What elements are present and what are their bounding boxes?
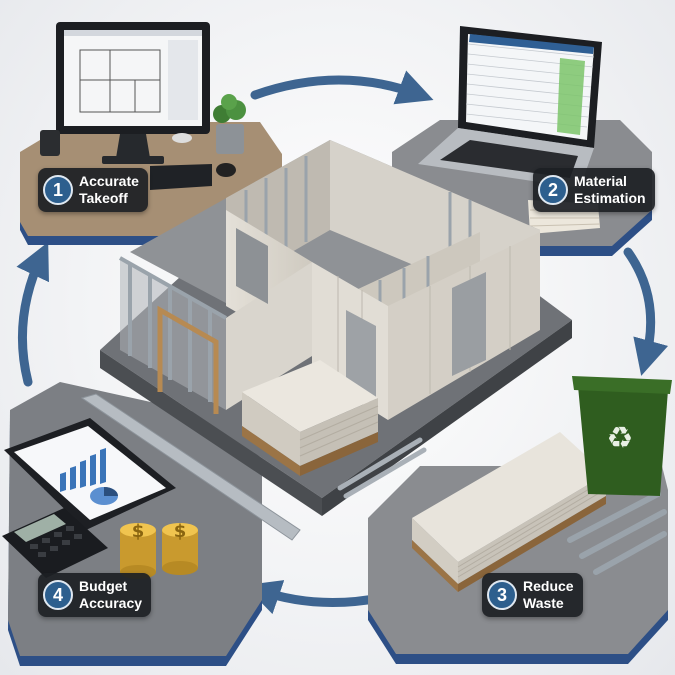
step-title-line1: Material (574, 173, 627, 189)
step-label-material-estimation: 2 Material Estimation (533, 168, 655, 212)
building-model (100, 140, 572, 516)
step-title-line2: Accuracy (79, 595, 143, 611)
keyboard (150, 164, 212, 190)
door-opening (452, 272, 486, 376)
plant-pot (216, 124, 244, 154)
step-title-line1: Budget (79, 578, 128, 594)
step-label-reduce-waste: 3 Reduce Waste (482, 573, 583, 617)
step-title-line1: Reduce (523, 578, 574, 594)
stud-bundle (337, 437, 427, 499)
dollar-icon: $ (174, 521, 187, 542)
arrow-1-to-2 (250, 70, 434, 105)
arrow-4-to-1 (16, 241, 49, 387)
drywall-stack-waste (412, 432, 607, 592)
recycle-icon: ♻ (607, 421, 634, 456)
window-opening (236, 228, 268, 304)
metal-track (80, 393, 301, 541)
step-number-badge: 3 (487, 580, 517, 610)
step-number-badge: 2 (538, 175, 568, 205)
step-title-line1: Accurate (79, 173, 139, 189)
platform-waste: ♻ (368, 376, 672, 664)
drywall-stack-model (242, 360, 379, 476)
step-label-budget-accuracy: 4 Budget Accuracy (38, 573, 152, 617)
floor-plan-drawing (79, 49, 161, 113)
step-number-badge: 1 (43, 175, 73, 205)
dollar-icon: $ (132, 521, 145, 542)
front-right-wall (226, 262, 312, 410)
front-left-wall (120, 258, 226, 410)
step-title-line2: Takeoff (79, 190, 128, 206)
arrow-2-to-3 (623, 247, 669, 376)
report-bar-chart (60, 448, 106, 492)
recycle-bin: ♻ (572, 376, 672, 496)
step-label-accurate-takeoff: 1 Accurate Takeoff (38, 168, 148, 212)
metal-studs (567, 491, 667, 575)
coin-stacks: $ $ (120, 521, 198, 579)
mug (40, 130, 60, 156)
door-frame (157, 305, 219, 414)
mouse (216, 163, 236, 177)
step-title-line2: Estimation (574, 190, 646, 206)
step-title-line2: Waste (523, 595, 564, 611)
step-number-badge: 4 (43, 580, 73, 610)
